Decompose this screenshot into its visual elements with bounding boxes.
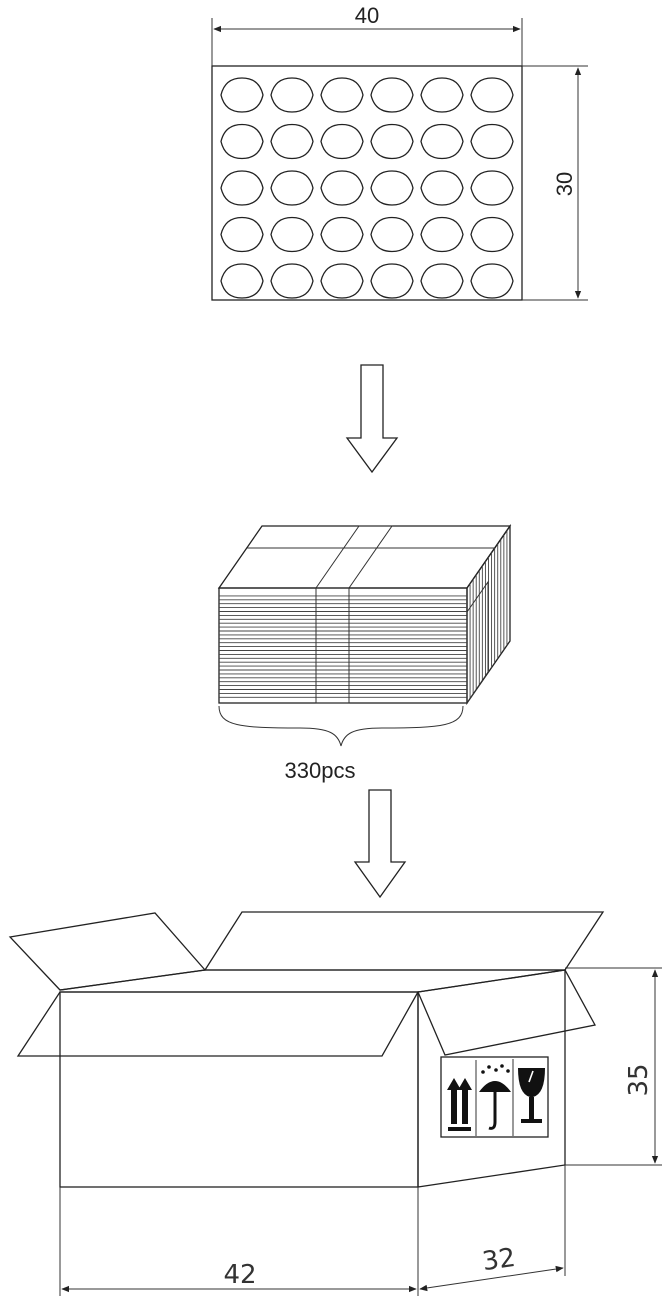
tray-cell: [420, 77, 464, 113]
tray-cell: [470, 216, 514, 253]
tray-cell: [270, 170, 314, 206]
carton-back-flap: [203, 911, 605, 971]
tray-cell: [220, 123, 264, 160]
tray-cell: [320, 170, 364, 206]
tray-cell: [420, 170, 464, 206]
tray-cell: [220, 263, 264, 299]
tray-cell: [470, 77, 514, 113]
tray-width-dimension: 40: [211, 3, 523, 66]
shipping-carton: [8, 911, 605, 1188]
tray-cell: [470, 123, 514, 160]
tray-cell: [420, 216, 464, 253]
symbols-label-outline: [440, 1056, 549, 1138]
carton-right-flap: [417, 969, 596, 1056]
egg-tray: [211, 65, 523, 301]
carton-back-left-flap: [8, 912, 207, 991]
tray-cell: [370, 123, 414, 160]
tray-cell: [470, 170, 514, 206]
stack-front-sheets: [219, 595, 467, 698]
tray-cell: [270, 123, 314, 160]
tray-cell: [370, 263, 414, 299]
tray-cell: [220, 170, 264, 206]
keep-dry-icon: [479, 1064, 511, 1130]
tray-cell: [320, 77, 364, 113]
tray-cell: [320, 263, 364, 299]
carton-height-dimension: 35: [565, 967, 662, 1166]
tray-height-dimension: 30: [522, 65, 588, 301]
stack-side-sheets: [469, 530, 508, 699]
tray-width-label: 40: [355, 3, 379, 28]
stack-count-label: 330pcs: [285, 758, 356, 783]
stack-top-face: [217, 525, 512, 589]
stack-top-tape: [315, 525, 393, 589]
carton-front-flap: [16, 991, 420, 1057]
fragile-icon: [518, 1068, 545, 1123]
carton-width-label: 32: [480, 1243, 517, 1277]
tray-cell: [470, 263, 514, 299]
tray-stack: 330pcs: [217, 523, 512, 783]
tray-cell: [420, 263, 464, 299]
tray-cell: [370, 77, 414, 113]
tray-cell: [220, 77, 264, 113]
carton-length-label: 42: [223, 1260, 256, 1290]
tray-cell: [370, 216, 414, 253]
tray-cell: [270, 216, 314, 253]
flow-arrow-down-icon: [345, 364, 399, 474]
carton-length-dimension: 42: [59, 1187, 419, 1296]
carton-width-dimension: 32: [419, 1165, 566, 1292]
carton-height-label: 35: [624, 1063, 654, 1096]
carton-front-face: [59, 991, 419, 1188]
tray-cell: [270, 77, 314, 113]
tray-cell: [220, 216, 264, 253]
this-way-up-icon: [447, 1078, 472, 1131]
handling-symbols-label: [440, 1056, 549, 1138]
stack-front-tape: [315, 587, 350, 704]
tray-outline: [211, 65, 523, 301]
tray-height-label: 30: [552, 172, 577, 196]
tray-cell: [320, 123, 364, 160]
stack-brace: [218, 705, 464, 747]
stack-side-tape: [466, 580, 489, 705]
tray-cell: [370, 170, 414, 206]
tray-cell: [270, 263, 314, 299]
flow-arrow-down-icon: [353, 789, 407, 899]
tray-cell: [320, 216, 364, 253]
tray-cell: [420, 123, 464, 160]
tray-cells: [220, 77, 514, 299]
